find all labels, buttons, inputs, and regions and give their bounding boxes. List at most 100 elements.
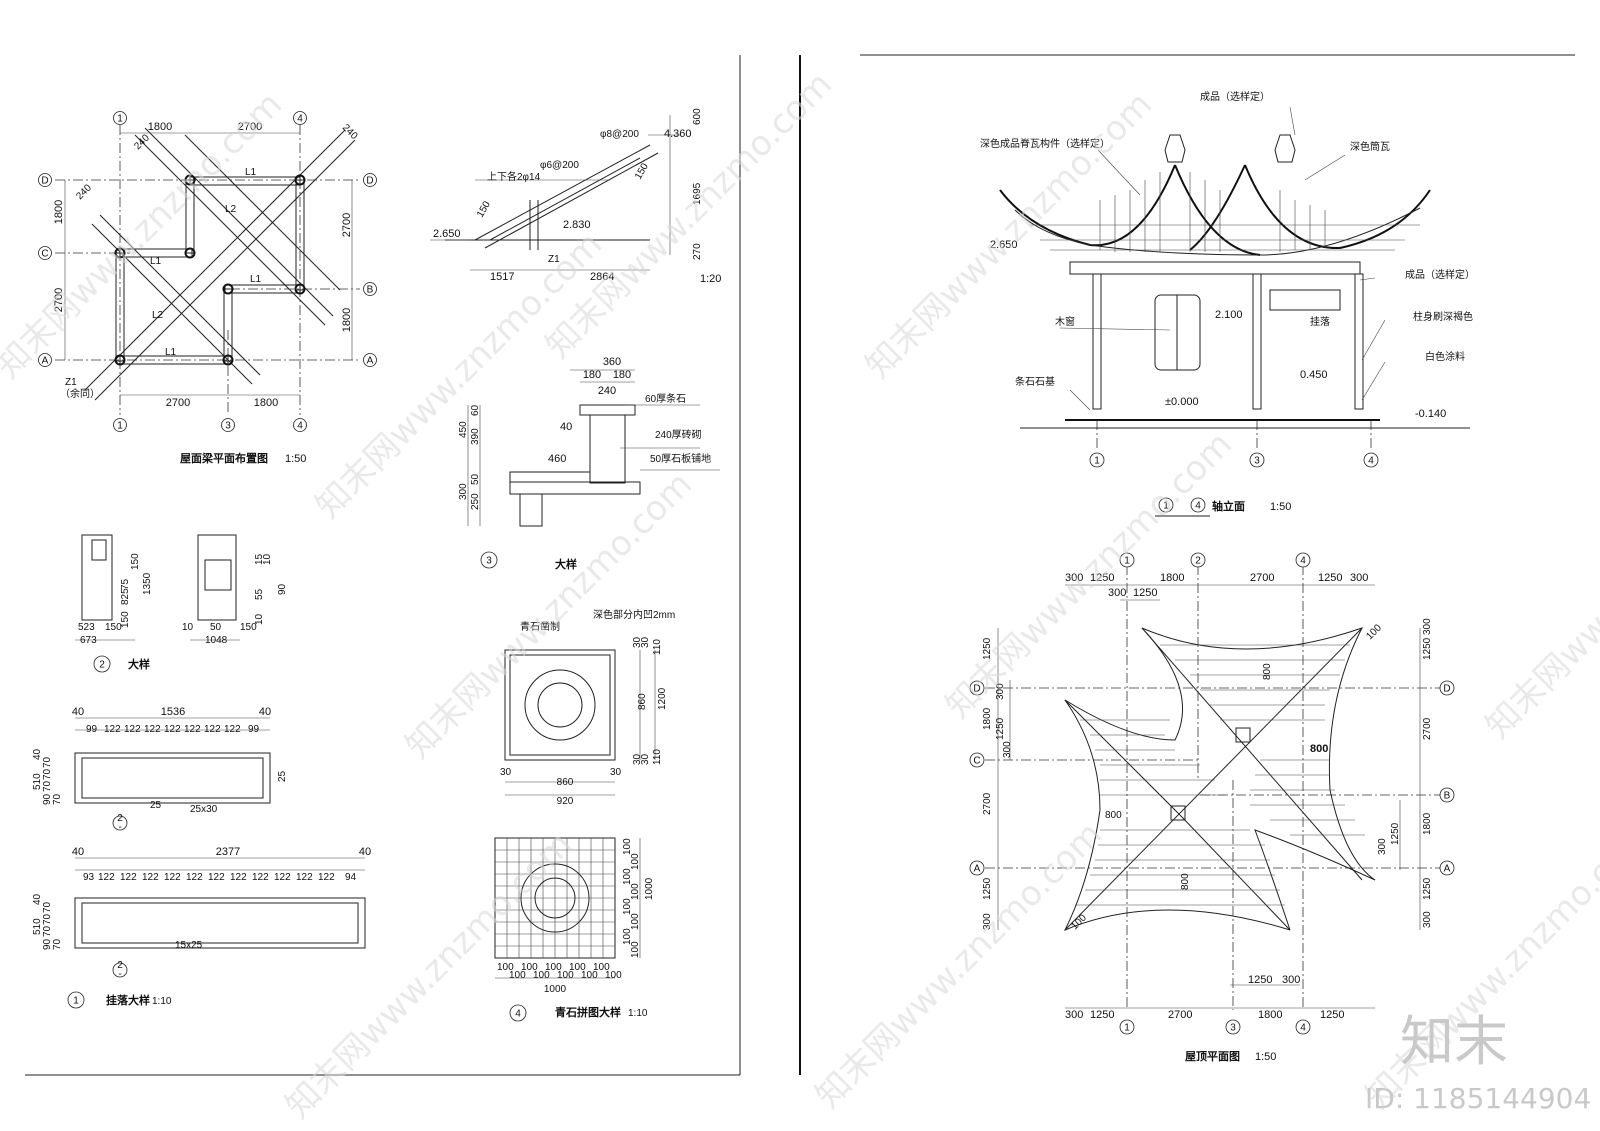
watermark-text: 知末网www.znzmo.com [308,224,610,526]
dim: 1695 [692,182,703,205]
beam-label: L1 [165,347,177,358]
dim: 100 [593,962,610,973]
axis-a: A [42,356,49,367]
dim: 122 [104,724,121,735]
drawing-title: 屋面梁平面布置图 [180,451,268,465]
dim: 1250 [1248,974,1272,986]
dim: 70 [52,938,63,950]
axis-4: 4 [297,421,303,432]
dim: 30 [500,767,512,778]
dim: 1517 [490,271,514,283]
dim: 1250 [982,637,993,660]
dim: 1800 [53,200,65,224]
dim: 1250 [982,877,993,900]
dim: 70 [42,901,53,913]
dim: 300 [1065,572,1083,584]
dim: 40 [32,893,43,905]
dim: 122 [184,724,201,735]
stone-puzzle [494,837,641,1022]
watermark-text: 知末网www.znzmo.com [1478,444,1600,746]
dim: 30 [632,636,643,648]
dim: 300 [982,913,993,930]
beam-plan [38,111,377,432]
dim: 122 [120,872,137,883]
dim: 2864 [590,271,614,283]
axis: 3 [1254,456,1260,467]
dim: 2377 [216,846,240,858]
dim: 150 [633,161,651,181]
drawing-title: 屋顶平面图 [1185,1050,1240,1063]
dim: 122 [144,724,161,735]
dim: 75 [120,578,131,590]
axis-1: 1 [117,421,123,432]
note: 青石凿制 [520,620,560,633]
dim: 70 [42,780,53,792]
axis: 1 [1094,456,1100,467]
dim: 90 [42,793,53,805]
dim: 100 [1364,622,1384,642]
dim: 250 [470,493,481,510]
dim: 1250 [995,717,1006,740]
dim: 100 [521,962,538,973]
dim: 150 [120,611,131,628]
drawing-scale: 1:50 [1270,501,1291,513]
dim: 100 [557,970,574,981]
dim: 30 [632,753,643,765]
axis-3: 3 [225,421,231,432]
dim: 300 [1422,618,1433,635]
dim: 300 [1377,838,1388,855]
roof-plan-text: 1 2 4 1 3 4 D C A D B A 300 1250 1800 27… [973,556,1450,1064]
dim: 450 [458,421,469,438]
dim: 673 [80,635,97,646]
axis: D [973,684,980,695]
dim: 70 [42,756,53,768]
dim: 1250 [1422,877,1433,900]
pavilion-elevation-text: 成品（选样定） 深色成品脊瓦构件（选样定） 深色筒瓦 成品（选样定） 挂落 柱身… [980,90,1475,513]
beam-label: L2 [152,310,164,321]
dim: 100 [630,883,641,900]
axis: A [974,864,981,875]
detail-2-text: 523 150 673 75 150 825 150 1350 10 50 15… [78,553,288,671]
dim: 122 [98,872,115,883]
dim: 100 [630,853,641,870]
beam-label: L2 [225,204,237,215]
dim: 2700 [982,792,993,815]
dim: 2700 [238,121,262,133]
dim: 1250 [1422,637,1433,660]
hanging-fascia [67,717,366,1009]
dim: 122 [164,724,181,735]
axis: C [973,756,980,767]
label: 柱身刷深褐色 [1413,310,1473,323]
dim: 800 [1262,663,1273,680]
drawing-scale: 1:20 [700,273,721,285]
dim: 10 [254,613,265,625]
stone-puzzle-text: 100 100 100 100 100 100 100 100 100 100 … [497,838,655,1020]
axis-c: C [41,249,48,260]
dim: 270 [692,243,703,260]
axis-b: B [367,285,374,296]
dim: 40 [560,421,572,433]
dim: 25x30 [190,804,218,815]
dim: 30 [610,767,622,778]
dim: 122 [142,872,159,883]
dim: 99 [248,724,260,735]
drawing-scale: 1:50 [1255,1051,1276,1063]
dim: 94 [345,872,357,883]
dim: 1800 [148,121,172,133]
column-note: （余同） [60,387,100,400]
dim: 25 [150,800,162,811]
dim: 100 [630,941,641,958]
detail-number: 2 [99,660,105,671]
ref: 2 [117,813,123,824]
dim: 122 [224,724,241,735]
ref: 2 [117,960,123,971]
roof-section-text: φ8@200 φ6@200 上下各2φ14 4.360 2.830 2.650 … [433,108,721,285]
dim: 1250 [1320,1009,1344,1021]
dim: 2700 [341,213,353,237]
axis: A [1444,864,1451,875]
detail-scale: 1:10 [152,996,172,1007]
note: 50厚石板铺地 [650,452,711,465]
stone-inlay-text: 青石凿制 深色部分内凹2mm 30 860 30 920 30 30 110 8… [500,608,675,807]
elevation: 2.650 [990,239,1018,251]
